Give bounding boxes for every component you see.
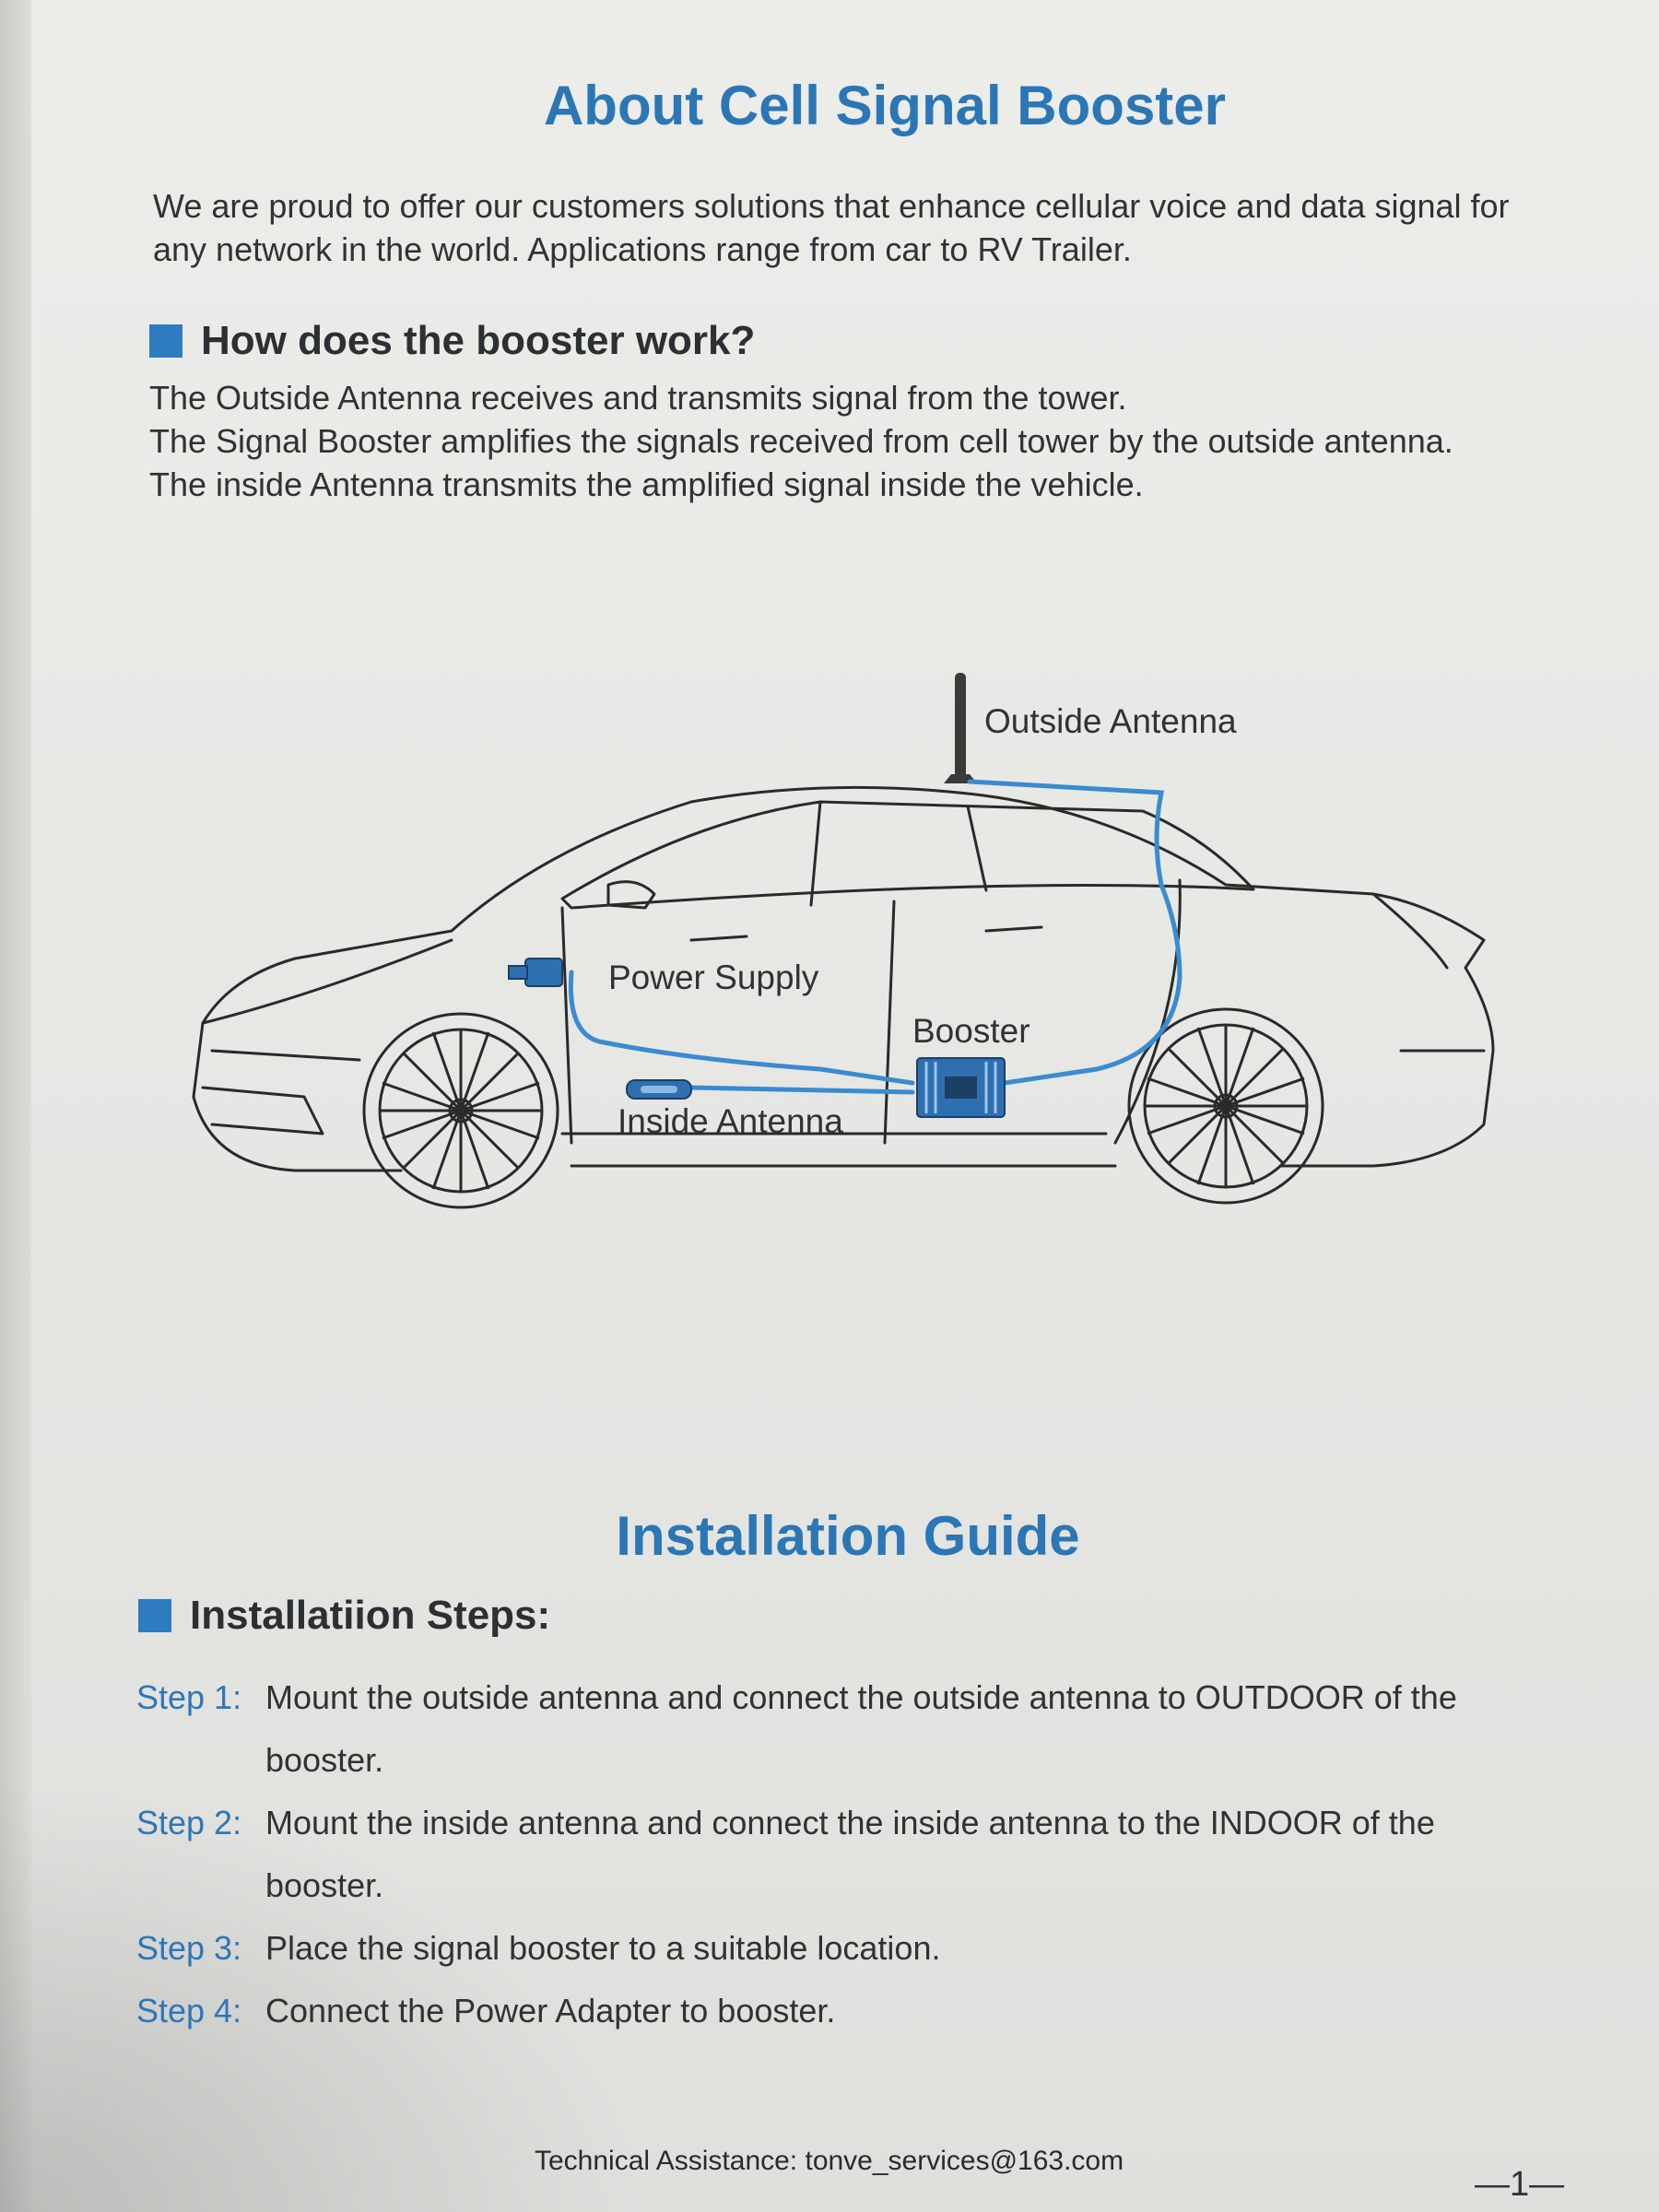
photo-shadow (0, 1779, 645, 2212)
front-wheel (362, 1012, 559, 1209)
how-line: The Signal Booster amplifies the signals… (149, 422, 1453, 460)
step-text: Mount the inside antenna and connect the… (265, 1804, 1435, 1904)
steps-heading-text: Installatiion Steps: (190, 1593, 551, 1638)
how-heading-text: How does the booster work? (201, 318, 756, 363)
step-text: Mount the outside antenna and connect th… (265, 1678, 1457, 1779)
how-description: The Outside Antenna receives and transmi… (149, 376, 1550, 506)
power-supply-icon (508, 958, 563, 987)
label-outside-antenna: Outside Antenna (984, 702, 1237, 740)
how-section-heading: How does the booster work? (149, 318, 755, 364)
step-key: Step 2: (136, 1804, 242, 1841)
step-text: Connect the Power Adapter to booster. (265, 1992, 836, 2030)
page-number: —1— (1475, 2165, 1565, 2204)
car-window-outline (560, 800, 1255, 910)
power-supply-cable (568, 970, 915, 1086)
label-booster: Booster (912, 1012, 1030, 1050)
steps-section-heading: Installatiion Steps: (138, 1593, 550, 1639)
step-item: Step 4: Connect the Power Adapter to boo… (136, 1980, 1556, 2042)
step-key: Step 1: (136, 1678, 242, 1716)
how-line: The Outside Antenna receives and transmi… (149, 379, 1127, 417)
section-square-icon (149, 324, 182, 358)
step-key: Step 3: (136, 1929, 242, 1967)
intro-paragraph: We are proud to offer our customers solu… (153, 187, 1510, 268)
step-item: Step 2: Mount the inside antenna and con… (136, 1792, 1556, 1917)
outside-antenna-cable (967, 779, 1182, 1086)
step-item: Step 3: Place the signal booster to a su… (136, 1917, 1556, 1980)
section-square-icon (138, 1599, 171, 1632)
label-power-supply: Power Supply (608, 959, 819, 996)
step-key: Step 4: (136, 1992, 242, 2030)
rear-wheel (1127, 1007, 1324, 1205)
installation-steps-list: Step 1: Mount the outside antenna and co… (136, 1666, 1556, 2042)
inside-antenna-icon (626, 1079, 692, 1100)
booster-unit-icon (916, 1057, 1006, 1118)
step-text: Place the signal booster to a suitable l… (265, 1929, 941, 1967)
outside-antenna-icon (944, 673, 977, 783)
step-item: Step 1: Mount the outside antenna and co… (136, 1666, 1556, 1792)
label-inside-antenna: Inside Antenna (618, 1102, 843, 1140)
inside-antenna-cable (688, 1085, 915, 1095)
installation-title: Installation Guide (616, 1505, 1080, 1567)
car-installation-diagram (192, 673, 1495, 1209)
technical-assistance-footer: Technical Assistance: tonve_services@163… (535, 2146, 1124, 2176)
how-line: The inside Antenna transmits the amplifi… (149, 465, 1144, 503)
page-title: About Cell Signal Booster (543, 75, 1227, 136)
page-binding-edge (0, 0, 31, 2212)
car-body-outline (192, 785, 1495, 1168)
